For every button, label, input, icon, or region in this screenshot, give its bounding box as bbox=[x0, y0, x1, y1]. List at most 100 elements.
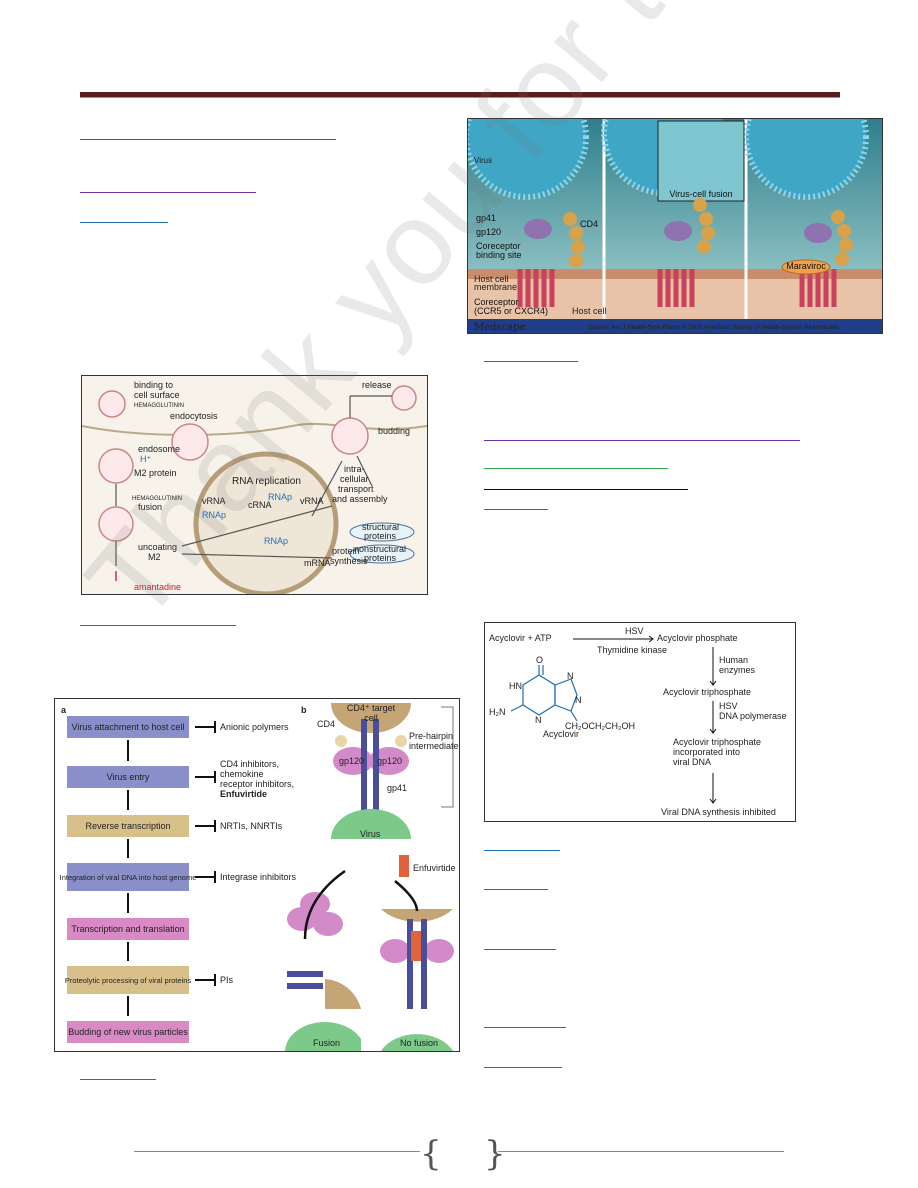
medscape-logo: Medscape bbox=[474, 322, 526, 333]
hiv-step-2: Virus entry bbox=[107, 772, 150, 782]
heading-underline-blue-5 bbox=[484, 509, 548, 510]
label-hplus: H⁺ bbox=[140, 454, 151, 464]
label-hsv: HSV bbox=[625, 626, 644, 636]
label-acyclovir-name: Acyclovir bbox=[543, 729, 579, 739]
panel-a-label: a bbox=[61, 705, 67, 715]
heading-underline-red bbox=[80, 139, 336, 140]
label-mrna: mRNA bbox=[304, 558, 331, 568]
label-gp41: gp41 bbox=[387, 783, 407, 793]
label-hemagglutinin-2: HEMAGGLUTININ bbox=[132, 496, 182, 502]
label-rnap-3: RNAp bbox=[264, 536, 288, 546]
inhibitor-nrti: NRTIs, NNRTIs bbox=[220, 821, 283, 831]
hiv-step-1: Virus attachment to host cell bbox=[72, 722, 185, 732]
label-inset: Virus-cell fusion bbox=[669, 189, 732, 199]
heading-underline-blue-2 bbox=[80, 625, 236, 626]
source-credit: Source: Am J Health-Syst Pharm © 2009 Am… bbox=[588, 323, 839, 331]
label-incorporated-2: incorporated into bbox=[673, 747, 740, 757]
influenza-replication-figure: binding to cell surface HEMAGGLUTININ en… bbox=[81, 375, 428, 595]
label-uncoating: uncoating bbox=[138, 542, 177, 552]
label-rnap-1: RNAp bbox=[202, 510, 226, 520]
hiv-lifecycle-figure: a b Virus attachment to host cell Virus … bbox=[54, 698, 460, 1052]
label-enfuvirtide: Enfuvirtide bbox=[413, 863, 456, 873]
label-dna-inhibited: Viral DNA synthesis inhibited bbox=[661, 807, 776, 817]
inhibitor-integrase: Integrase inhibitors bbox=[220, 872, 297, 882]
heading-underline-blue-3 bbox=[80, 1079, 156, 1080]
label-endosome: endosome bbox=[138, 444, 180, 454]
label-gp41-m: gp41 bbox=[476, 213, 496, 223]
label-budding: budding bbox=[378, 426, 410, 436]
label-no-fusion: No fusion bbox=[400, 1038, 438, 1048]
inhibitor-pis: PIs bbox=[220, 975, 234, 985]
label-transport-3: transport bbox=[338, 484, 374, 494]
label-human: Human bbox=[719, 655, 748, 665]
label-membrane-1: Host cell bbox=[474, 274, 509, 284]
label-virus-m: Virus bbox=[474, 156, 492, 165]
label-cd4-target: CD4⁺ target bbox=[347, 703, 396, 713]
label-transport-2: cellular bbox=[340, 474, 369, 484]
label-nonstructural-2: proteins bbox=[364, 553, 397, 563]
label-coreceptor-site-2: binding site bbox=[476, 250, 522, 260]
label-prehairpin-1: Pre-hairpin bbox=[409, 731, 453, 741]
label-transport-1: intra- bbox=[344, 464, 365, 474]
footer-line-left bbox=[134, 1151, 420, 1152]
label-cd4: CD4 bbox=[317, 719, 335, 729]
label-amantadine: amantadine bbox=[134, 582, 181, 592]
label-hemagglutinin-1: HEMAGGLUTININ bbox=[134, 403, 184, 409]
maraviroc-mechanism-figure: Virus Virus-cell fusion gp41 gp120 CD4 C… bbox=[467, 118, 883, 334]
label-vrna-left: vRNA bbox=[202, 496, 226, 506]
label-protein-1: protein bbox=[332, 546, 360, 556]
label-nonstructural-1: nonstructural bbox=[354, 544, 406, 554]
inhibitor-enfuvirtide: Enfuvirtide bbox=[220, 789, 267, 799]
label-hsv-2: HSV bbox=[719, 701, 738, 711]
label-gp120-a: gp120 bbox=[339, 756, 364, 766]
atom-h2n: H₂N bbox=[489, 707, 506, 717]
label-structural-2: proteins bbox=[364, 531, 397, 541]
heading-underline-black bbox=[484, 489, 688, 490]
label-release: release bbox=[362, 380, 392, 390]
label-cell: cell bbox=[364, 713, 378, 723]
label-enzymes: enzymes bbox=[719, 665, 756, 675]
atom-o: O bbox=[536, 655, 543, 665]
heading-underline-blue-10 bbox=[484, 1067, 562, 1068]
atom-chain: CH₂OCH₂CH₂OH bbox=[565, 721, 635, 731]
label-acyclovir-phosphate: Acyclovir phosphate bbox=[657, 633, 738, 643]
label-thymidine-kinase: Thymidine kinase bbox=[597, 645, 667, 655]
panel-b-label: b bbox=[301, 705, 307, 715]
label-incorporated-3: viral DNA bbox=[673, 757, 711, 767]
label-prehairpin-2: intermediate bbox=[409, 741, 459, 751]
atom-hn: HN bbox=[509, 681, 522, 691]
acyclovir-activation-figure: Acyclovir + ATP HSV Thymidine kinase Acy… bbox=[484, 622, 796, 822]
label-dna-polymerase: DNA polymerase bbox=[719, 711, 787, 721]
label-coreceptor-2: (CCR5 or CXCR4) bbox=[474, 306, 548, 316]
label-virus: Virus bbox=[360, 829, 381, 839]
label-protein-2: synthesis bbox=[330, 556, 368, 566]
label-transport-4: and assembly bbox=[332, 494, 388, 504]
header-rule bbox=[80, 92, 840, 98]
label-fusion-b: Fusion bbox=[313, 1038, 340, 1048]
label-reactant: Acyclovir + ATP bbox=[489, 633, 552, 643]
label-rna-replication: RNA replication bbox=[232, 476, 301, 487]
footer-brace-left: { bbox=[420, 1134, 442, 1174]
heading-underline-purple-2 bbox=[484, 440, 800, 441]
hiv-step-3: Reverse transcription bbox=[85, 821, 170, 831]
inhibitor-receptor: receptor inhibitors, bbox=[220, 779, 294, 789]
label-gp120-b: gp120 bbox=[377, 756, 402, 766]
hiv-step-5: Transcription and translation bbox=[71, 924, 184, 934]
label-membrane-2: membrane bbox=[474, 282, 517, 292]
label-fusion: fusion bbox=[138, 502, 162, 512]
label-rnap-2: RNAp bbox=[268, 492, 292, 502]
label-coreceptor-site-1: Coreceptor bbox=[476, 241, 521, 251]
hiv-step-7: Budding of new virus particles bbox=[68, 1027, 188, 1037]
heading-underline-blue-9 bbox=[484, 1027, 566, 1028]
label-binding: binding to bbox=[134, 380, 173, 390]
label-maraviroc: Maraviroc bbox=[786, 261, 826, 271]
inhibitor-chemokine: chemokine bbox=[220, 769, 264, 779]
label-gp120-m: gp120 bbox=[476, 227, 501, 237]
inhibitor-cd4: CD4 inhibitors, bbox=[220, 759, 279, 769]
label-endocytosis: endocytosis bbox=[170, 411, 218, 421]
label-host-cell: Host cell bbox=[572, 306, 607, 316]
heading-underline-blue-1 bbox=[80, 222, 168, 223]
atom-n2: N bbox=[535, 715, 542, 725]
atom-n3: N bbox=[575, 695, 582, 705]
footer-line-right bbox=[498, 1151, 784, 1152]
